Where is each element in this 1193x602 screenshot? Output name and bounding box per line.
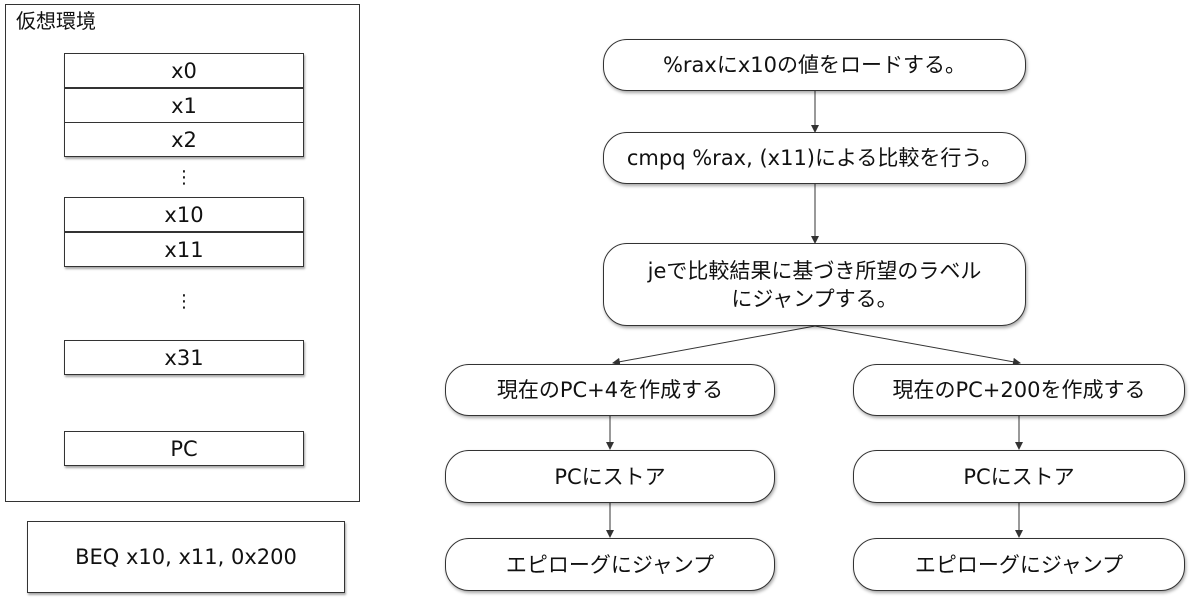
step-conditional-jump-line1: jeで比較結果に基づき所望のラベル bbox=[647, 258, 982, 283]
left-jump-epilogue: エピローグにジャンプ bbox=[445, 538, 775, 591]
left-create-pc: 現在のPC+4を作成する bbox=[445, 364, 775, 416]
step-conditional-jump: jeで比較結果に基づき所望のラベル にジャンプする。 bbox=[603, 243, 1026, 326]
register-pc: PC bbox=[64, 431, 304, 466]
register-x1: x1 bbox=[64, 88, 304, 123]
instruction-box: BEQ x10, x11, 0x200 bbox=[27, 521, 345, 593]
register-x0: x0 bbox=[64, 53, 304, 88]
right-jump-epilogue: エピローグにジャンプ bbox=[853, 538, 1185, 591]
register-x11: x11 bbox=[64, 232, 304, 267]
step-compare: cmpq %rax, (x11)による比較を行う。 bbox=[603, 132, 1026, 184]
register-x10: x10 bbox=[64, 197, 304, 232]
arrow-step3-to-left bbox=[612, 325, 816, 366]
step-conditional-jump-line2: にジャンプする。 bbox=[731, 286, 898, 311]
right-store-pc: PCにストア bbox=[853, 450, 1185, 503]
ellipsis-dots: ⋮ bbox=[175, 291, 193, 312]
arrow-step3-to-right bbox=[814, 325, 1021, 366]
register-x2: x2 bbox=[64, 122, 304, 157]
virtual-environment-panel bbox=[5, 4, 360, 502]
register-x31: x31 bbox=[64, 340, 304, 375]
left-store-pc: PCにストア bbox=[445, 450, 775, 503]
right-create-pc: 現在のPC+200を作成する bbox=[853, 364, 1185, 416]
step-load-rax: %raxにx10の値をロードする。 bbox=[603, 39, 1026, 91]
ellipsis-dots: ⋮ bbox=[175, 167, 193, 188]
virtual-environment-title: 仮想環境 bbox=[16, 9, 96, 33]
